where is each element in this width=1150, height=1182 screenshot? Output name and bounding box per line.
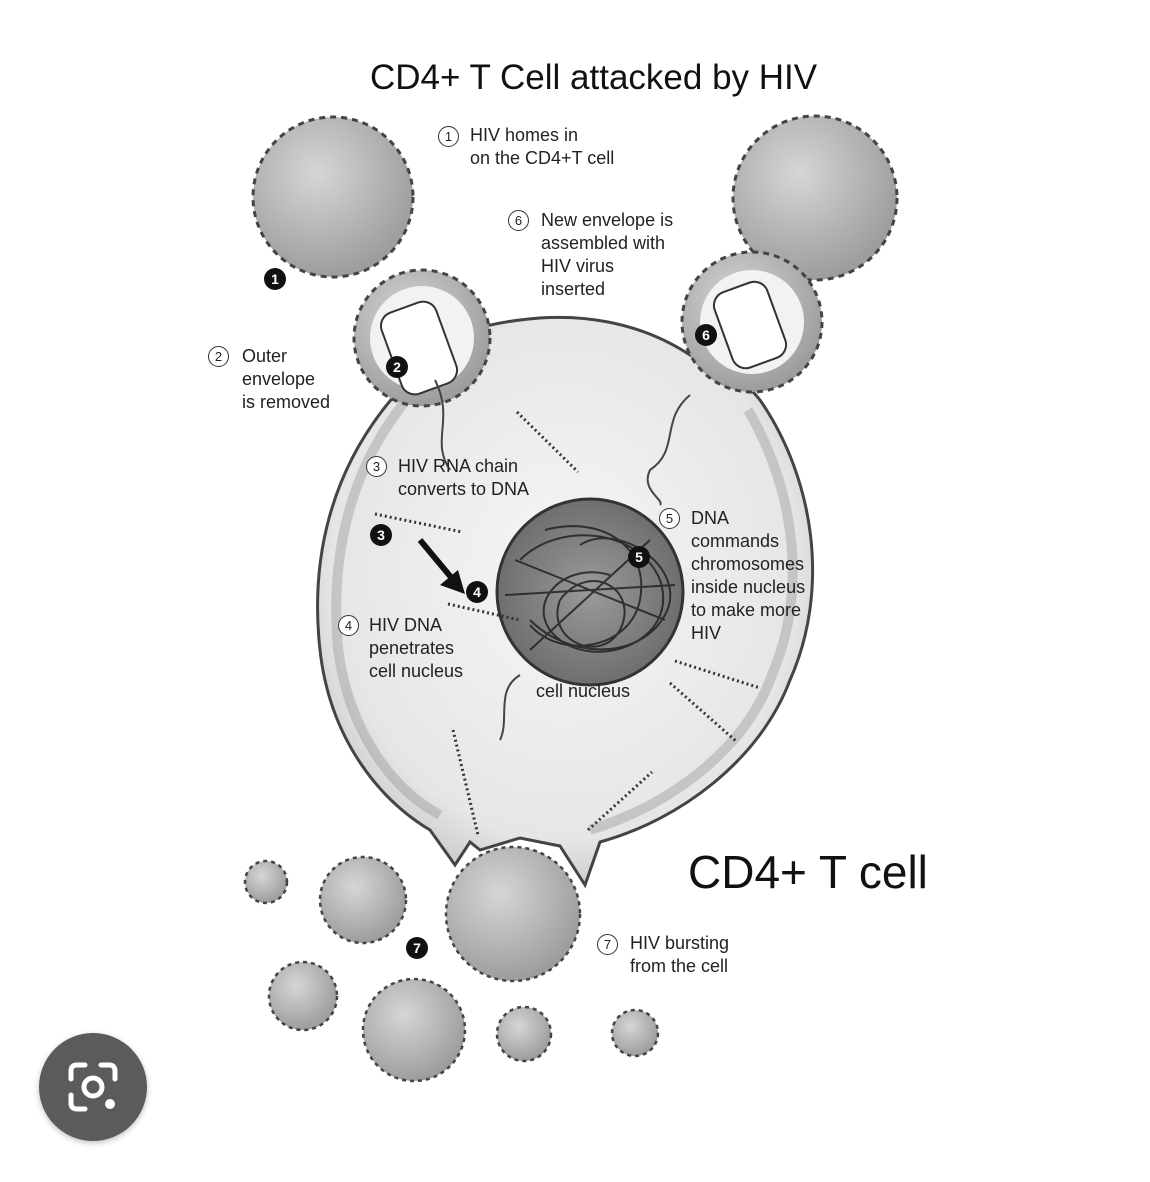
camera-search-icon	[68, 1062, 118, 1112]
step-badge: 6	[695, 324, 717, 346]
step-badge: 7	[406, 937, 428, 959]
step-number: 7	[597, 934, 618, 955]
step-number: 5	[659, 508, 680, 529]
step-number: 6	[508, 210, 529, 231]
dna-strands	[374, 410, 761, 836]
step-badge: 3	[370, 524, 392, 546]
step-number: 4	[338, 615, 359, 636]
rna-strands	[434, 379, 691, 741]
chromosome-tangle	[504, 525, 676, 653]
step-arrow	[417, 538, 465, 594]
virus-particle	[251, 115, 415, 279]
step-badge: 2	[386, 356, 408, 378]
diagram-title: CD4+ T Cell attacked by HIV	[370, 58, 818, 97]
step-number: 2	[208, 346, 229, 367]
released-virus	[243, 845, 660, 1083]
step-number: 1	[438, 126, 459, 147]
cell-label: CD4+ T cell	[688, 846, 928, 898]
visual-search-button[interactable]	[39, 1033, 147, 1141]
step-number: 3	[366, 456, 387, 477]
virus-particle	[731, 114, 899, 282]
step-badge: 4	[466, 581, 488, 603]
step-badge: 1	[264, 268, 286, 290]
step-badge: 5	[628, 546, 650, 568]
nucleus-label: cell nucleus	[536, 681, 631, 701]
cell-membrane-inner	[331, 394, 798, 835]
